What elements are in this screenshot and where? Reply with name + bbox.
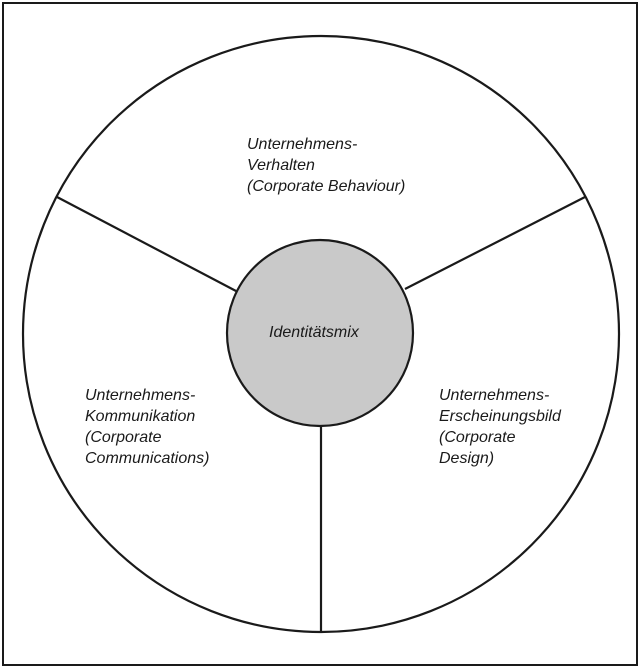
segment-left-line4: Communications) bbox=[85, 450, 210, 467]
segment-left-line3: (Corporate bbox=[85, 429, 162, 446]
center-circle bbox=[225, 238, 415, 428]
segment-label-right: Unternehmens- Erscheinungsbild (Corporat… bbox=[439, 385, 561, 469]
segment-top-line1: Unternehmens- bbox=[247, 136, 358, 153]
divider-right bbox=[404, 196, 586, 290]
segment-right-line1: Unternehmens- bbox=[439, 387, 550, 404]
segment-left-line2: Kommunikation bbox=[85, 408, 196, 425]
segment-right-line2: Erscheinungsbild bbox=[439, 408, 561, 425]
center-label: Identitätsmix bbox=[269, 324, 359, 341]
divider-left bbox=[56, 196, 237, 292]
segment-top-line2: Verhalten bbox=[247, 157, 315, 174]
segment-top-line3: (Corporate Behaviour) bbox=[247, 178, 406, 195]
segment-right-line4: Design) bbox=[439, 450, 495, 467]
segment-left-line1: Unternehmens- bbox=[85, 387, 196, 404]
segment-label-left: Unternehmens- Kommunikation (Corporate C… bbox=[85, 385, 209, 469]
segment-right-line3: (Corporate bbox=[439, 429, 516, 446]
segment-label-top: Unternehmens- Verhalten (Corporate Behav… bbox=[247, 134, 405, 197]
